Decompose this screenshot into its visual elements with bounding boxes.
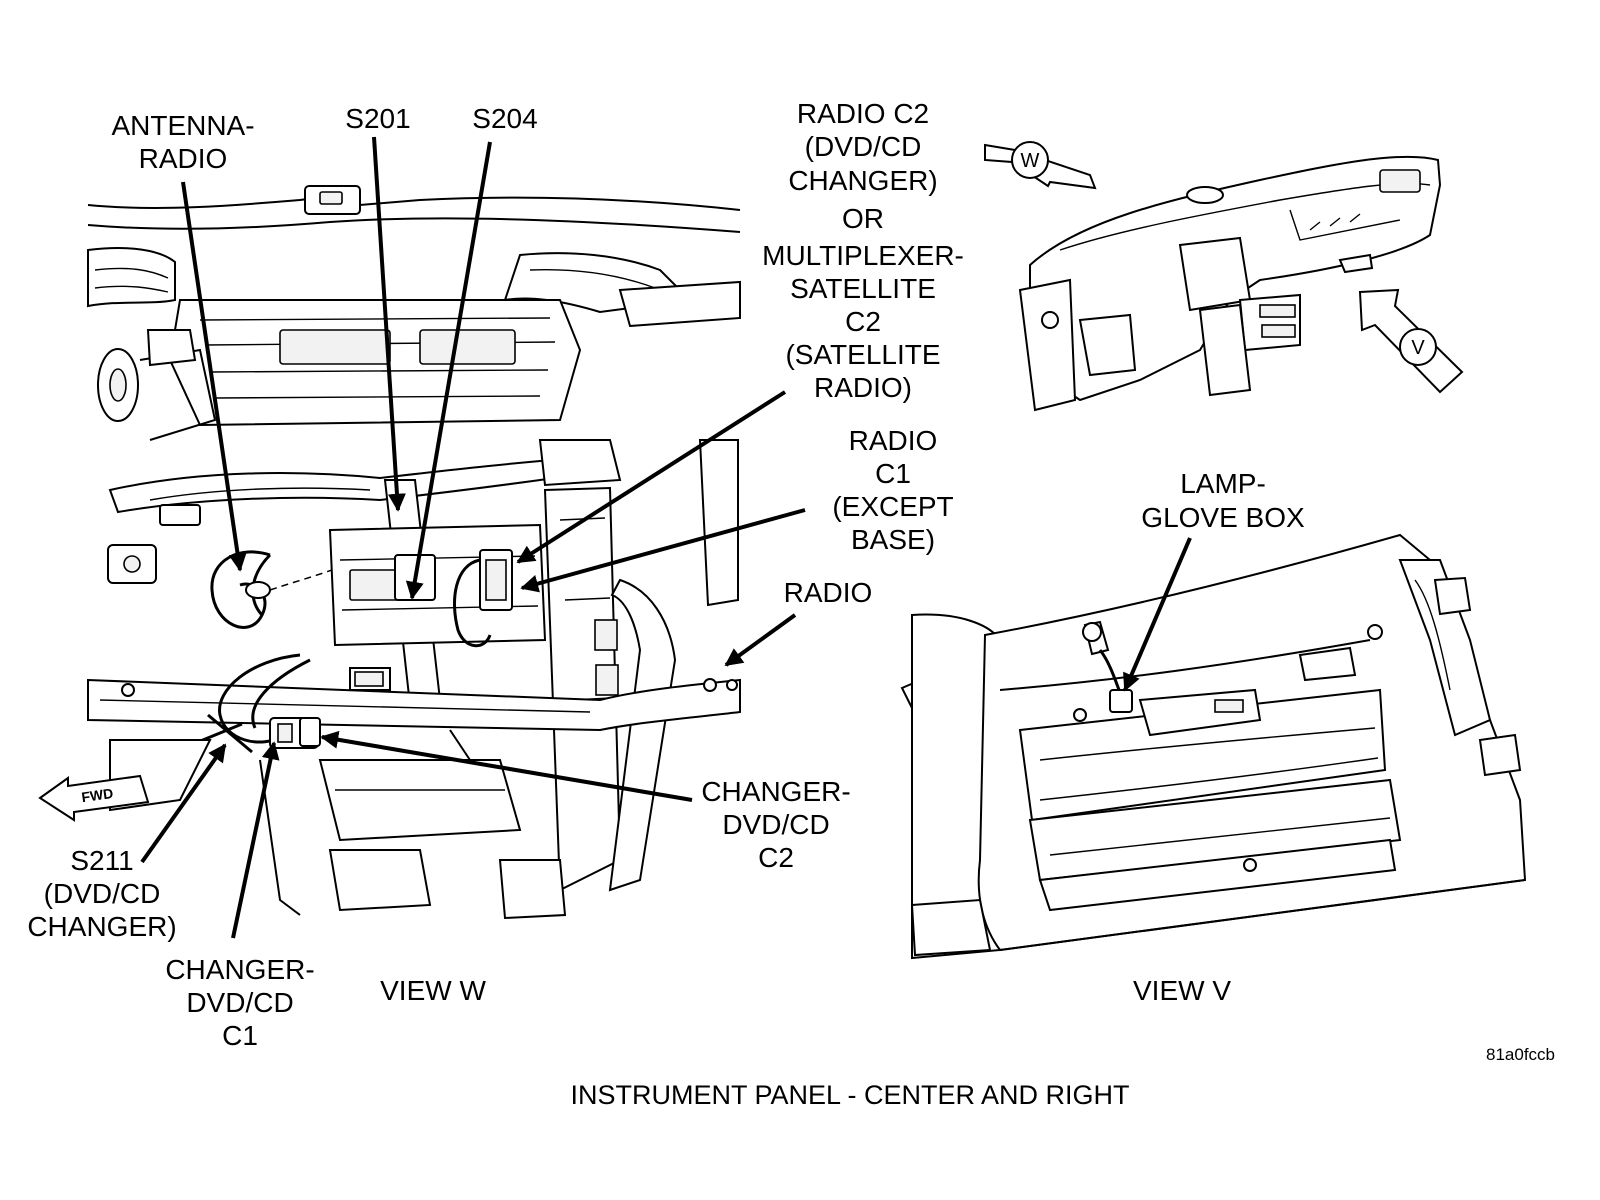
- callout-changer-c1-line-1: CHANGER-: [165, 954, 314, 985]
- fwd-arrow-view-w: FWD: [38, 774, 150, 822]
- callout-radio-c2-line-4: OR: [842, 203, 884, 234]
- leader-radio-c2: [516, 390, 787, 564]
- fwd-label: FWD: [80, 785, 114, 805]
- callout-radio-c1-line-2: C1: [875, 458, 911, 489]
- callout-changer-c1-line-2: DVD/CD: [186, 987, 293, 1018]
- view-v-marker: [1399, 328, 1437, 366]
- callout-changer-c2-line-1: CHANGER-: [701, 776, 850, 807]
- callout-radio-c1-line-4: BASE): [851, 524, 935, 555]
- callout-lamp-glove-box-line-2: GLOVE BOX: [1141, 502, 1305, 533]
- callout-radio-line-1: RADIO: [784, 577, 873, 608]
- callout-changer-c2-line-3: C2: [758, 842, 794, 873]
- leader-lamp-glove-box: [1123, 537, 1192, 692]
- lamp-glove-box-part: [1109, 689, 1133, 713]
- view-v-marker-label: V: [1411, 337, 1425, 359]
- callout-radio-c1-line-3: (EXCEPT: [832, 491, 953, 522]
- callout-s201: S201: [345, 103, 410, 134]
- leader-antenna-radio: [181, 181, 247, 572]
- cross-car-beam: [87, 678, 741, 732]
- callout-changer-c1-line-3: C1: [222, 1020, 258, 1051]
- callout-s204: S204: [472, 103, 537, 134]
- callout-radio-c2-line-5: MULTIPLEXER-: [762, 240, 964, 271]
- callout-radio-c2-line-3: CHANGER): [788, 165, 937, 196]
- callout-radio-c2-line-7: C2: [845, 306, 881, 337]
- view-w-artwork: [87, 185, 741, 920]
- view-w-label: VIEW W: [380, 975, 486, 1006]
- callout-s211-line-2: (DVD/CD: [44, 878, 161, 909]
- callout-radio-c2: RADIO C2 (DVD/CD CHANGER) OR MULTIPLEXER…: [762, 98, 964, 403]
- callout-s201-line-1: S201: [345, 103, 410, 134]
- view-v-artwork: [910, 533, 1527, 960]
- glove-box-opening: [1018, 688, 1387, 822]
- callout-radio-c1: RADIO C1 (EXCEPT BASE): [832, 425, 953, 555]
- view-w-marker-label: W: [1021, 150, 1040, 172]
- changer-c2-connector: [299, 717, 321, 747]
- callout-radio-c2-line-6: SATELLITE: [790, 273, 936, 304]
- callout-radio: RADIO: [784, 577, 873, 608]
- figure-title: INSTRUMENT PANEL - CENTER AND RIGHT: [570, 1080, 1129, 1110]
- callout-lamp-glove-box-line-1: LAMP-: [1180, 468, 1266, 499]
- figure-code: 81a0fccb: [1486, 1045, 1555, 1064]
- leader-s204: [405, 141, 492, 600]
- locator-inset: W V: [984, 141, 1464, 412]
- leader-radio: [724, 613, 797, 667]
- leader-changer-c1: [231, 741, 280, 939]
- callout-s211-line-1: S211: [70, 845, 133, 876]
- callout-antenna-radio: ANTENNA- RADIO: [111, 110, 254, 174]
- callout-radio-c2-line-2: (DVD/CD: [805, 131, 922, 162]
- leader-lines: [140, 136, 1192, 939]
- callout-antenna-radio-line-1: ANTENNA-: [111, 110, 254, 141]
- callout-radio-c1-line-1: RADIO: [849, 425, 938, 456]
- main-harness: [108, 454, 612, 514]
- leader-s211: [140, 743, 227, 864]
- callout-s204-line-1: S204: [472, 103, 537, 134]
- leader-changer-c2: [320, 730, 693, 802]
- callout-changer-c2: CHANGER- DVD/CD C2: [701, 776, 850, 873]
- view-w-marker: [1011, 141, 1049, 179]
- callout-s211: S211 (DVD/CD CHANGER): [27, 845, 176, 942]
- callout-lamp-glove-box: LAMP- GLOVE BOX: [1141, 468, 1305, 533]
- callout-s211-line-3: CHANGER): [27, 911, 176, 942]
- leader-radio-c1: [520, 508, 806, 593]
- callout-radio-c2-line-1: RADIO C2: [797, 98, 929, 129]
- callout-radio-c2-line-8: (SATELLITE: [785, 339, 940, 370]
- callout-radio-c2-line-9: RADIO): [814, 372, 912, 403]
- callout-changer-c2-line-2: DVD/CD: [722, 809, 829, 840]
- view-v-label: VIEW V: [1133, 975, 1231, 1006]
- callout-antenna-radio-line-2: RADIO: [139, 143, 228, 174]
- leader-s201: [372, 136, 406, 512]
- callout-changer-c1: CHANGER- DVD/CD C1: [165, 954, 314, 1051]
